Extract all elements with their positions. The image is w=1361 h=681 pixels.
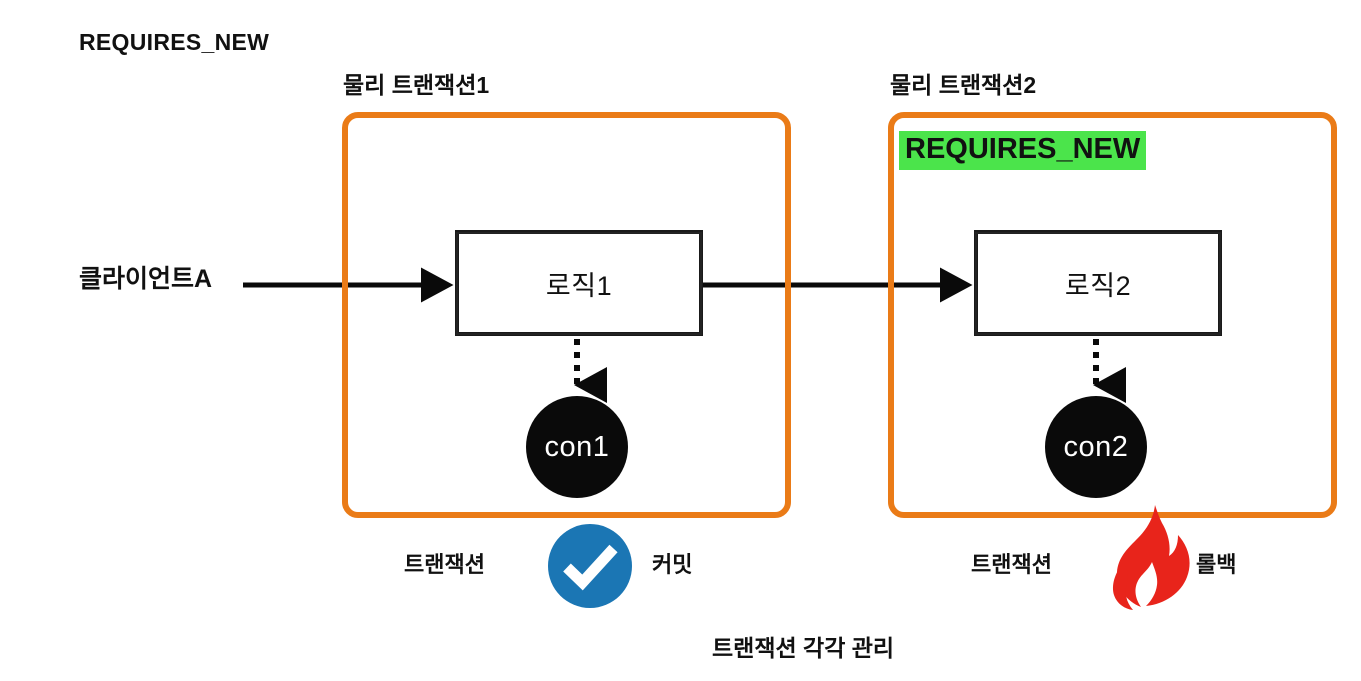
check-circle-icon bbox=[548, 524, 632, 608]
fire-icon bbox=[1113, 505, 1190, 610]
connection-circle-2: con2 bbox=[1045, 396, 1147, 498]
footer-caption: 트랜잭션 각각 관리 bbox=[712, 635, 895, 661]
rollback-transaction-label: 트랜잭션 bbox=[971, 552, 1052, 577]
transaction-1-caption: 물리 트랜잭션1 bbox=[343, 72, 490, 98]
commit-label: 커밋 bbox=[652, 552, 693, 577]
connection-circle-2-label: con2 bbox=[1063, 430, 1129, 463]
logic-box-1-label: 로직1 bbox=[545, 270, 613, 301]
connection-circle-1: con1 bbox=[526, 396, 628, 498]
rollback-label: 롤백 bbox=[1196, 552, 1237, 577]
client-label: 클라이언트A bbox=[79, 265, 213, 293]
logic-box-1: 로직1 bbox=[455, 230, 703, 336]
transaction-box-1 bbox=[342, 112, 791, 518]
transaction-box-2 bbox=[888, 112, 1337, 518]
propagation-badge-requires-new: REQUIRES_NEW bbox=[899, 131, 1147, 170]
page-title: REQUIRES_NEW bbox=[79, 29, 270, 55]
connection-circle-1-label: con1 bbox=[544, 430, 610, 463]
transaction-2-caption: 물리 트랜잭션2 bbox=[890, 72, 1037, 98]
commit-transaction-label: 트랜잭션 bbox=[404, 552, 485, 577]
logic-box-2: 로직2 bbox=[974, 230, 1222, 336]
logic-box-2-label: 로직2 bbox=[1064, 270, 1132, 301]
